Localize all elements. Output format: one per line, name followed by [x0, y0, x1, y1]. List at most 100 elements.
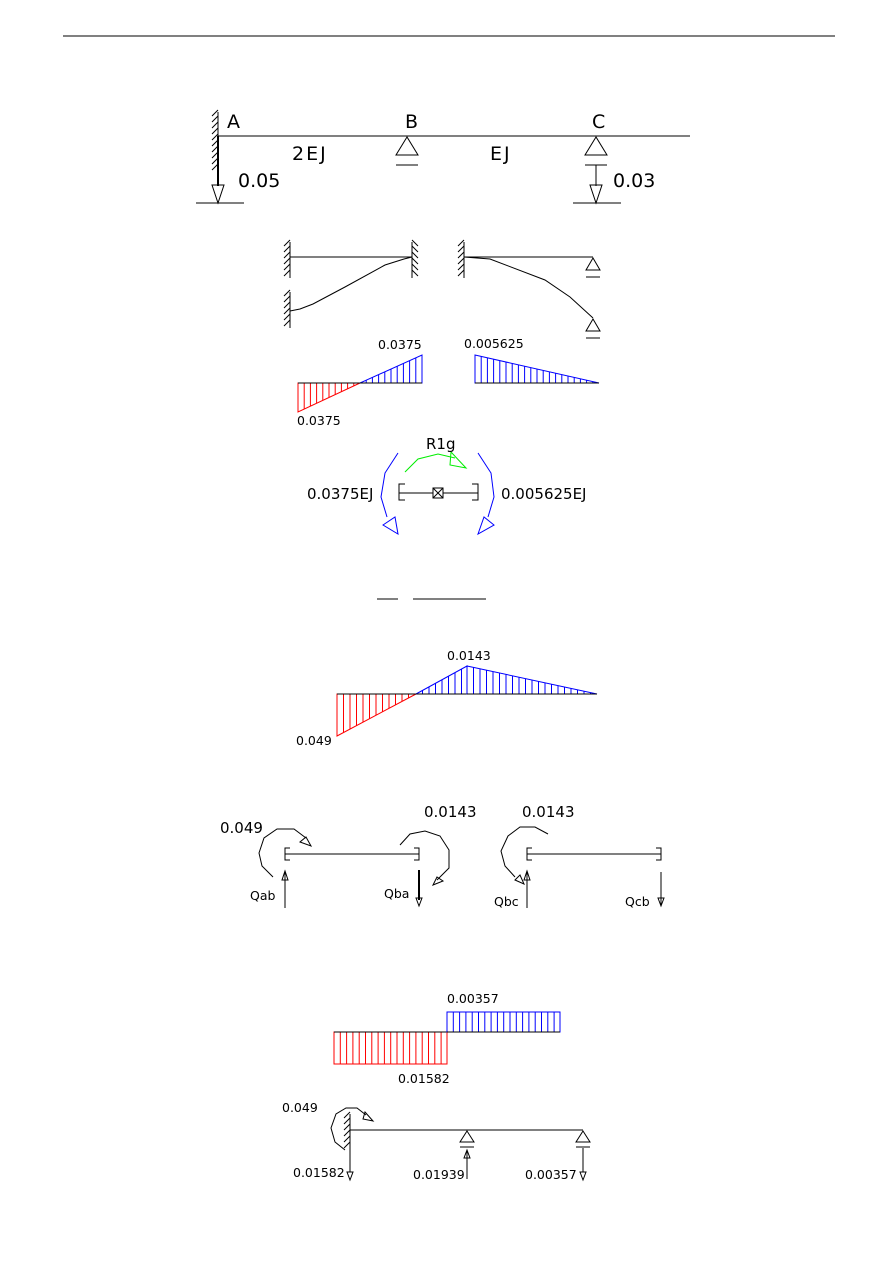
- moment-right-arrow: [477, 516, 495, 536]
- hatch-line: [411, 239, 419, 247]
- hatch-line: [457, 257, 465, 265]
- hatch-line: [211, 109, 219, 117]
- hatch-line: [343, 1129, 351, 1137]
- reaction-b-arrow: [463, 1148, 471, 1159]
- rotation-label: R1g: [426, 435, 456, 453]
- hatch-line: [283, 257, 291, 265]
- free-body-ab: 0.049 0.0143 Qab Qba: [220, 803, 477, 908]
- free-body-moment-a: 0.049: [220, 819, 263, 837]
- rotation-arc: [404, 453, 456, 473]
- moment-ba-arrow: [431, 876, 445, 886]
- shear-ab-label: 0.01582: [398, 1071, 450, 1086]
- hatch-line: [343, 1123, 351, 1131]
- shear-qcb-arrow: [657, 897, 665, 908]
- hatch-line: [411, 269, 419, 277]
- unit-moment-ab-top: 0.0375: [378, 337, 422, 352]
- shear-qbc-arrow: [523, 869, 531, 881]
- hatch-line: [283, 313, 291, 321]
- reactions-scheme: 0.049 0.01582 0.01939 0.00357: [282, 1100, 591, 1182]
- hatch-line: [283, 301, 291, 309]
- shear-force-diagram: 0.00357 0.01582: [333, 991, 561, 1086]
- fixed-support-hatch: [343, 1111, 351, 1150]
- shear-qba-arrow: [415, 897, 423, 908]
- fixed-support-hatch: [283, 239, 291, 278]
- hatch-line: [283, 295, 291, 303]
- shear-label-qba: Qba: [384, 886, 409, 901]
- fixed-support-hatch: [457, 239, 465, 278]
- node-label-c: C: [592, 111, 605, 133]
- reaction-a-arrow: [346, 1171, 354, 1182]
- moment-bc-arc: [500, 826, 549, 878]
- node-bracket-right: [472, 483, 479, 501]
- hatch-line: [211, 133, 219, 141]
- hatch-line: [211, 121, 219, 129]
- reaction-moment-arc: [330, 1107, 367, 1151]
- pin-support-b: [395, 136, 419, 166]
- hatch-line: [411, 245, 419, 253]
- rotation-arrow: [449, 450, 468, 469]
- moment-left-label: 0.0375EJ: [307, 485, 373, 503]
- fixed-support-hatch: [411, 239, 419, 278]
- member-ab-deformed: [289, 256, 413, 312]
- hatch-line: [283, 269, 291, 277]
- final-moment-peak-b: 0.0143: [447, 648, 491, 663]
- reaction-moment-arrow: [362, 1110, 375, 1122]
- hatch-line: [283, 307, 291, 315]
- node-label-b: B: [405, 111, 418, 133]
- unit-moment-diagram: 0.0375 0.0375 0.005625: [297, 336, 600, 428]
- pin-support-c: [573, 136, 621, 205]
- moment-right-arc: [477, 452, 495, 518]
- shear-label-qab: Qab: [250, 888, 275, 903]
- hatch-line: [457, 245, 465, 253]
- settlement-a-value: 0.05: [238, 170, 280, 192]
- hatch-line: [211, 115, 219, 123]
- node-b-box: [432, 487, 444, 499]
- node-bracket-left: [398, 483, 405, 501]
- hatch-line: [343, 1135, 351, 1143]
- hatch-line: [411, 257, 419, 265]
- hatch-line: [457, 251, 465, 259]
- settlement-a-arrow: [211, 184, 225, 205]
- reaction-c-arrow: [579, 1171, 587, 1182]
- fixed-support-hatch: [283, 289, 291, 328]
- reaction-a-label: 0.01582: [293, 1165, 345, 1180]
- node-b-equilibrium: R1g 0.0375EJ 0.005625EJ: [307, 435, 586, 536]
- hatch-line: [411, 263, 419, 271]
- moment-right-label: 0.005625EJ: [501, 485, 586, 503]
- unit-moment-bc-left: 0.005625: [464, 336, 524, 351]
- free-body-moment-ba: 0.0143: [424, 803, 477, 821]
- reaction-c-label: 0.00357: [525, 1167, 577, 1182]
- hatch-line: [283, 289, 291, 297]
- free-body-bc: 0.0143 Qbc Qcb: [494, 803, 665, 909]
- settlement-c-value: 0.03: [613, 170, 655, 192]
- hatch-line: [283, 245, 291, 253]
- support-b-final: [459, 1130, 475, 1148]
- hatch-line: [457, 239, 465, 247]
- shear-bc-label: 0.00357: [447, 991, 499, 1006]
- free-body-moment-bc: 0.0143: [522, 803, 575, 821]
- roller-support-c-displaced: [585, 318, 601, 339]
- hatch-line: [283, 319, 291, 327]
- hatch-line: [457, 263, 465, 271]
- reaction-moment-label: 0.049: [282, 1100, 318, 1115]
- moment-bc-arrow: [514, 874, 525, 885]
- reaction-b-label: 0.01939: [413, 1167, 465, 1182]
- hatch-line: [283, 239, 291, 247]
- member-bc-deformed: [463, 256, 594, 319]
- shear-qab-arrow: [281, 869, 289, 881]
- stiffness-ab: 2EJ: [292, 143, 328, 165]
- hatch-line: [283, 263, 291, 271]
- moment-left-arrow: [382, 516, 399, 535]
- moment-left-arc: [380, 452, 399, 518]
- hatch-line: [411, 251, 419, 259]
- support-c-final: [575, 1130, 591, 1148]
- shear-label-qbc: Qbc: [494, 894, 519, 909]
- hatch-line: [211, 127, 219, 135]
- hatch-line: [283, 251, 291, 259]
- hatch-line: [343, 1141, 351, 1149]
- moment-a-arc: [258, 828, 307, 878]
- final-moment-end-a: 0.049: [296, 733, 332, 748]
- hatch-line: [343, 1117, 351, 1125]
- hatch-line: [343, 1111, 351, 1119]
